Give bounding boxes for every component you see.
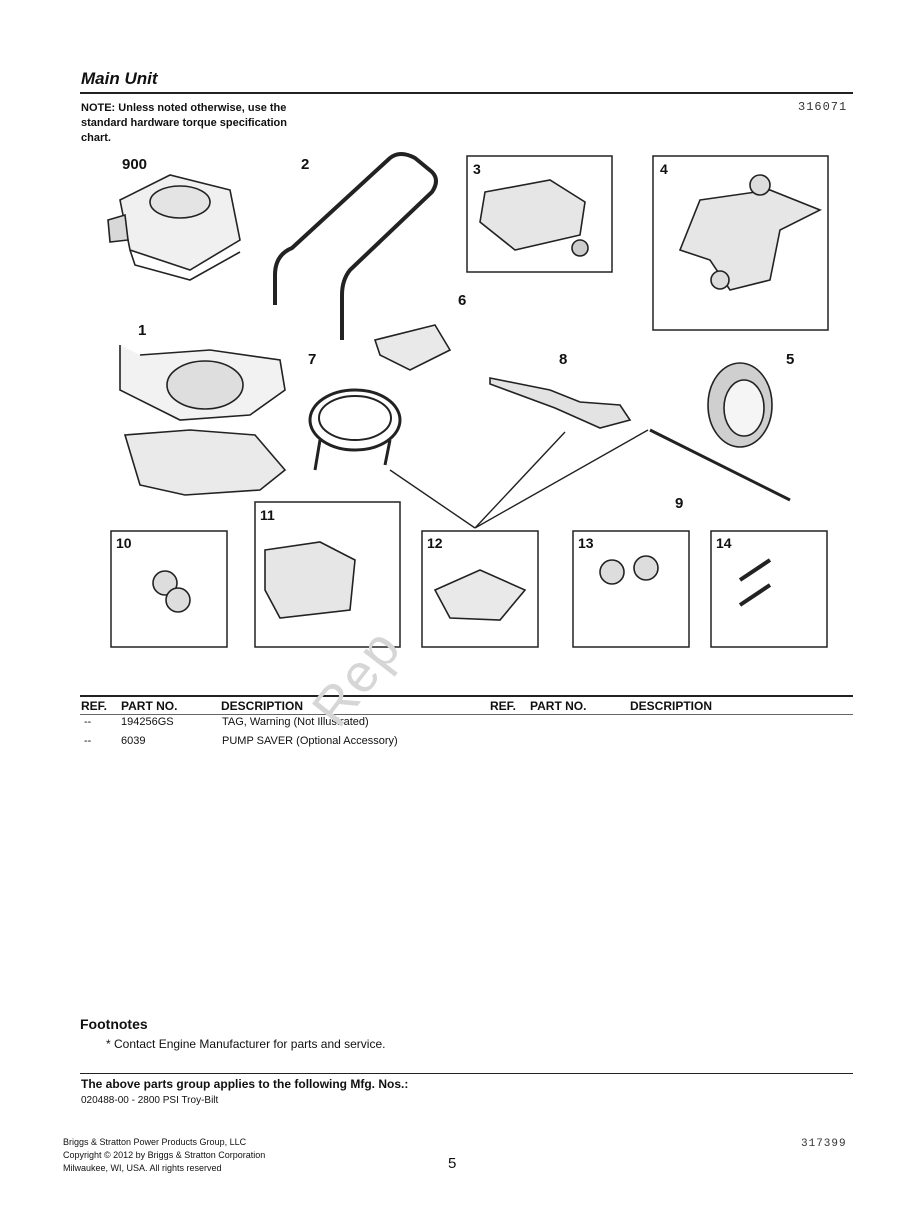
callout-11: 11 xyxy=(260,507,275,523)
table-row-2-part: 6039 xyxy=(121,735,146,747)
callout-4: 4 xyxy=(660,161,668,177)
callout-10: 10 xyxy=(116,535,132,551)
box-13 xyxy=(572,530,690,648)
table-header-rule xyxy=(80,714,853,715)
table-row-2-desc: PUMP SAVER (Optional Accessory) xyxy=(222,735,398,747)
callout-5: 5 xyxy=(786,351,794,368)
table-row-1-desc: TAG, Warning (Not Illustrated) xyxy=(222,716,369,728)
table-top-rule xyxy=(80,695,853,697)
callout-2: 2 xyxy=(301,156,309,173)
col-header-part-no-2: PART NO. xyxy=(530,699,587,713)
table-row-1-part: 194256GS xyxy=(121,716,174,728)
applies-rule xyxy=(80,1073,853,1074)
callout-1: 1 xyxy=(138,322,146,339)
applies-heading: The above parts group applies to the fol… xyxy=(81,1077,409,1091)
box-10 xyxy=(110,530,228,648)
callout-7: 7 xyxy=(308,351,316,368)
table-row-1-ref: -- xyxy=(84,716,92,728)
callout-6: 6 xyxy=(458,292,466,309)
callout-3: 3 xyxy=(473,161,481,177)
col-header-description-2: DESCRIPTION xyxy=(630,699,713,713)
torque-note: NOTE: Unless noted otherwise, use the st… xyxy=(81,102,287,144)
doc-number-bottom: 317399 xyxy=(801,1138,847,1150)
footnotes-title: Footnotes xyxy=(80,1016,148,1032)
company-line-3: Milwaukee, WI, USA. All rights reserved xyxy=(63,1163,222,1173)
title-rule xyxy=(80,92,853,94)
callout-9: 9 xyxy=(675,495,683,512)
col-header-ref: REF. xyxy=(81,699,108,713)
mfg-number: 020488-00 - 2800 PSI Troy-Bilt xyxy=(81,1095,219,1106)
parts-diagram: 900 2 3 4 6 1 7 8 5 9 10 11 12 13 14 xyxy=(107,152,829,648)
callout-13: 13 xyxy=(578,535,594,551)
box-11 xyxy=(254,501,401,648)
page-title: Main Unit xyxy=(81,69,158,88)
company-line-2: Copyright © 2012 by Briggs & Stratton Co… xyxy=(63,1150,266,1160)
page-number: 5 xyxy=(448,1155,457,1172)
box-14 xyxy=(710,530,828,648)
box-4 xyxy=(652,155,829,331)
box-12 xyxy=(421,530,539,648)
company-line-1: Briggs & Stratton Power Products Group, … xyxy=(63,1137,247,1147)
callout-12: 12 xyxy=(427,535,443,551)
box-3 xyxy=(466,155,613,273)
handle-drawing xyxy=(273,152,438,340)
callout-900: 900 xyxy=(122,156,147,173)
company-info: Briggs & Stratton Power Products Group, … xyxy=(63,1136,265,1175)
callout-14: 14 xyxy=(716,535,732,551)
doc-number-top: 316071 xyxy=(798,100,848,114)
col-header-ref-2: REF. xyxy=(490,699,517,713)
footnote-item: * Contact Engine Manufacturer for parts … xyxy=(106,1037,386,1051)
callout-8: 8 xyxy=(559,351,567,368)
col-header-description: DESCRIPTION xyxy=(221,699,304,713)
engine-drawing xyxy=(107,174,241,281)
col-header-part-no: PART NO. xyxy=(121,699,178,713)
table-row-2-ref: -- xyxy=(84,735,92,747)
